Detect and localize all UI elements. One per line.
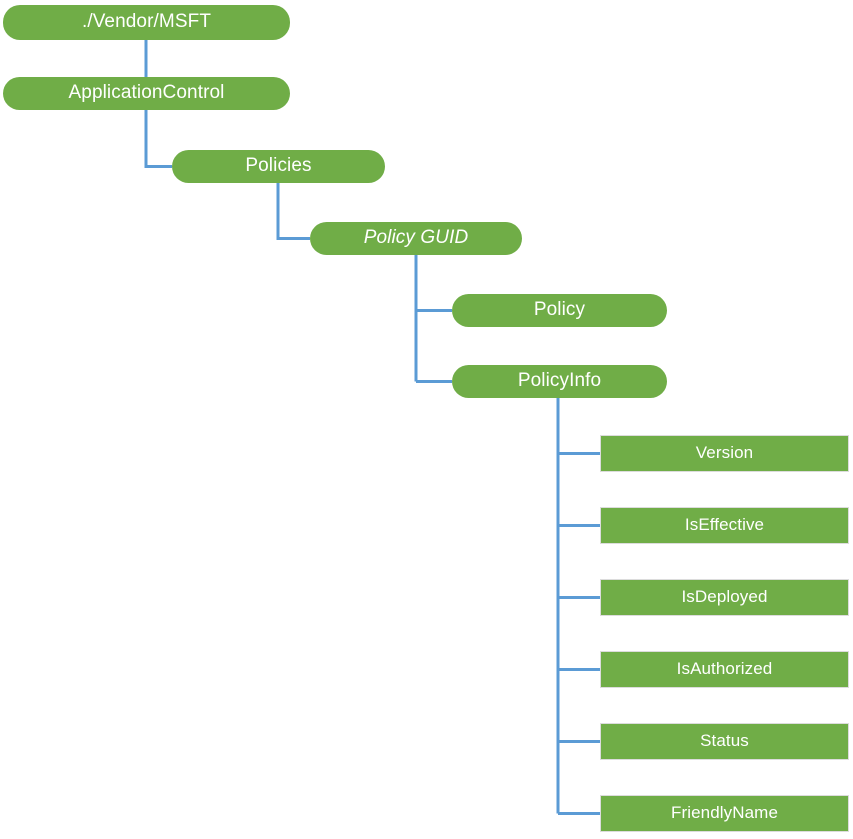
node-policies[interactable]: Policies <box>172 150 385 183</box>
node-is-authorized[interactable]: IsAuthorized <box>600 651 849 688</box>
node-policy-guid[interactable]: Policy GUID <box>310 222 522 255</box>
node-policy[interactable]: Policy <box>452 294 667 327</box>
node-application-control[interactable]: ApplicationControl <box>3 77 290 110</box>
node-is-deployed[interactable]: IsDeployed <box>600 579 849 616</box>
node-vendor-msft[interactable]: ./Vendor/MSFT <box>3 5 290 40</box>
edge-policies-to-policyguid <box>276 183 310 240</box>
node-version[interactable]: Version <box>600 435 849 472</box>
node-friendly-name[interactable]: FriendlyName <box>600 795 849 832</box>
edge-applicationcontrol-to-policies <box>144 110 172 168</box>
node-status[interactable]: Status <box>600 723 849 760</box>
node-is-effective[interactable]: IsEffective <box>600 507 849 544</box>
node-policy-info[interactable]: PolicyInfo <box>452 365 667 398</box>
